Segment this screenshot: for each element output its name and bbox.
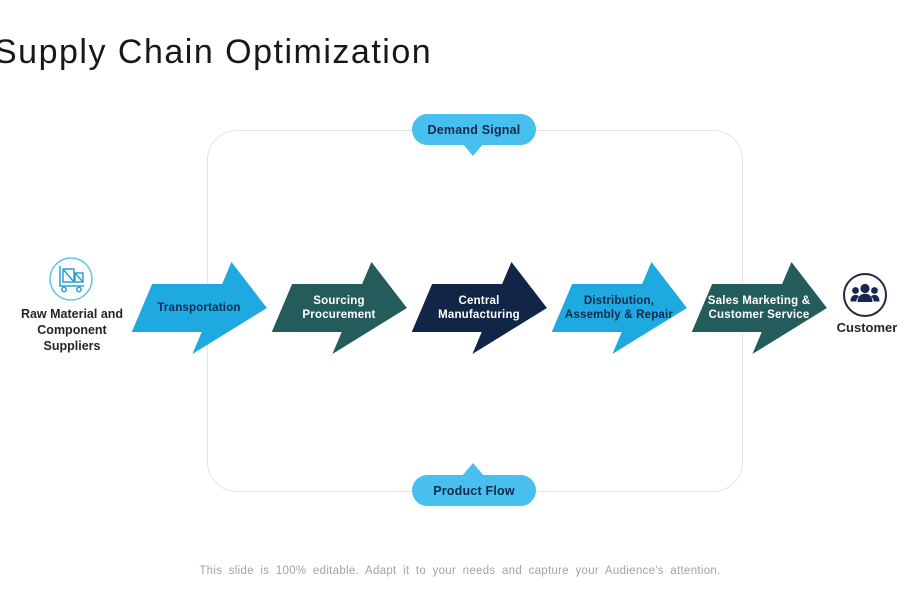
hand-truck-boxes-icon xyxy=(49,257,93,301)
arrow-distribution-assembly-repair xyxy=(551,262,687,354)
arrow-sales-marketing-customer-service xyxy=(691,262,827,354)
product-flow-label: Product Flow xyxy=(433,483,515,498)
customer-label: Customer xyxy=(836,320,898,335)
demand-signal-badge: Demand Signal xyxy=(412,114,536,145)
people-group-icon xyxy=(843,273,887,317)
product-flow-badge: Product Flow xyxy=(412,475,536,506)
arrow-label-central-manufacturing: Central Manufacturing xyxy=(438,295,520,321)
arrow-label-distribution-assembly-repair: Distribution, Assembly & Repair xyxy=(564,295,674,321)
arrow-label-transportation: Transportation xyxy=(157,302,241,314)
demand-signal-pointer-icon xyxy=(462,143,484,156)
source-label: Raw Material and Component Suppliers xyxy=(20,307,124,353)
editable-note: This slide is 100% editable. Adapt it to… xyxy=(199,565,721,577)
arrow-label-sourcing-procurement: Sourcing Procurement xyxy=(302,295,376,321)
arrow-central-manufacturing xyxy=(411,262,547,354)
arrow-label-sales-marketing-customer-service: Sales Marketing & Customer Service xyxy=(707,295,811,321)
arrow-transportation xyxy=(131,262,267,354)
process-arrows xyxy=(131,262,827,354)
arrow-sourcing-procurement xyxy=(271,262,407,354)
page-title: Supply Chain Optimization xyxy=(0,32,433,71)
product-flow-pointer-icon xyxy=(462,463,484,476)
demand-signal-label: Demand Signal xyxy=(427,122,521,137)
